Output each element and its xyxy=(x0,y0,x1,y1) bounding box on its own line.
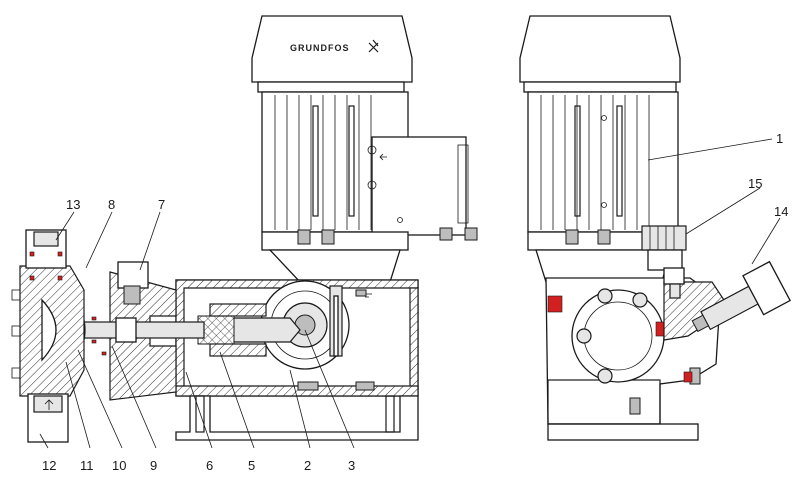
callout-6: 6 xyxy=(206,458,213,473)
left-sectional-view: GRUNDFOS xyxy=(11,15,478,443)
grundfos-logo: GRUNDFOS xyxy=(290,43,350,53)
callout-14: 14 xyxy=(774,204,788,219)
callout-5: 5 xyxy=(248,458,255,473)
grundfos-logo-mark-icon xyxy=(368,39,379,53)
callout-10: 10 xyxy=(112,458,126,473)
left-gear-housing xyxy=(175,279,419,441)
callout-12: 12 xyxy=(42,458,56,473)
left-motor xyxy=(251,15,478,283)
callout-8: 8 xyxy=(108,197,115,212)
left-pump-body xyxy=(11,229,205,443)
callout-2: 2 xyxy=(304,458,311,473)
callout-15: 15 xyxy=(748,176,762,191)
callout-7: 7 xyxy=(158,197,165,212)
right-view xyxy=(519,15,791,441)
callout-3: 3 xyxy=(348,458,355,473)
leader-lines xyxy=(39,138,781,449)
callout-1: 1 xyxy=(776,131,783,146)
callout-9: 9 xyxy=(150,458,157,473)
callout-11: 11 xyxy=(80,458,94,473)
callout-13: 13 xyxy=(66,197,80,212)
